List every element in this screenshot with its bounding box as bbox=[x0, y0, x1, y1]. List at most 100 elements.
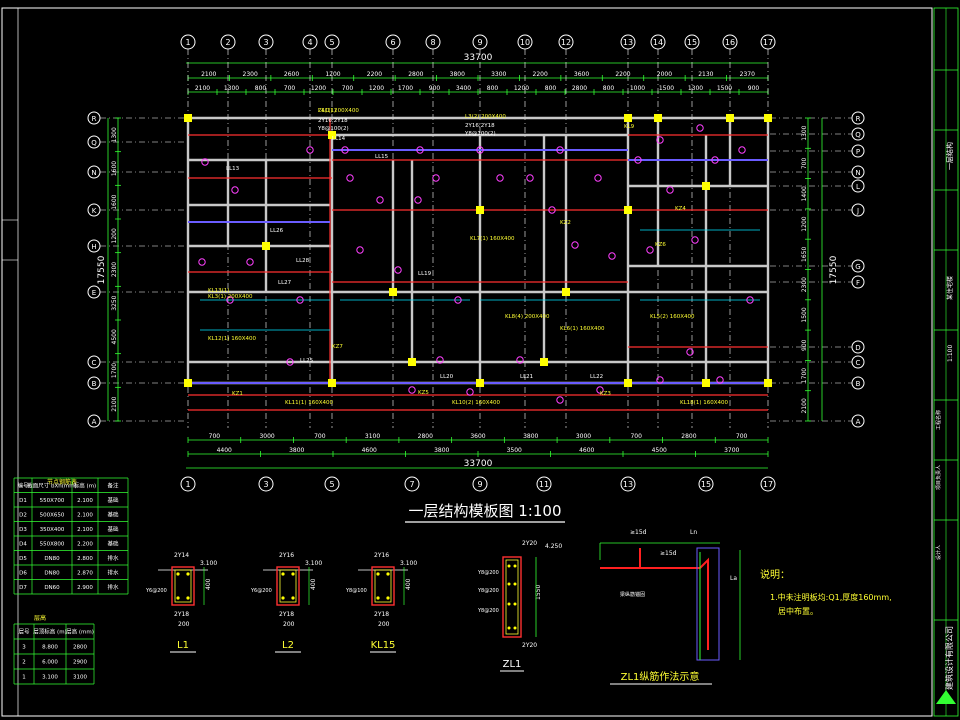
dimension-total-bottom: 33700 bbox=[186, 459, 768, 469]
dimension-value: 3800 bbox=[523, 433, 538, 440]
beam-label: KZ4 bbox=[675, 206, 686, 212]
beam-label: LL20 bbox=[440, 374, 454, 380]
callout-circle bbox=[608, 252, 616, 260]
callout-circle bbox=[696, 124, 704, 132]
schedule-cell: DN80 bbox=[44, 570, 60, 576]
schedule-cell: D3 bbox=[19, 527, 27, 533]
dimension-value: 700 bbox=[314, 433, 326, 440]
column bbox=[562, 288, 570, 296]
axis-label-right: C bbox=[856, 359, 861, 367]
dimension-value: 3000 bbox=[576, 433, 591, 440]
zl1-label: ZL1 bbox=[503, 659, 522, 670]
dimension-value: 700 bbox=[801, 158, 808, 170]
axis-label-top: 14 bbox=[653, 38, 663, 47]
dimension-value: 800 bbox=[603, 85, 615, 92]
dimension-value: 3400 bbox=[456, 85, 471, 92]
beam-label: Y8@100(2) bbox=[317, 126, 349, 132]
axis-label-right: L bbox=[856, 183, 860, 191]
dimension-value: 800 bbox=[487, 85, 499, 92]
column bbox=[328, 379, 336, 387]
callout-circle bbox=[716, 376, 724, 384]
callout-circle bbox=[246, 258, 254, 266]
column bbox=[654, 114, 662, 122]
floor-header: 层顶标高 (m) bbox=[33, 628, 66, 636]
dimension-value: 2100 bbox=[201, 71, 216, 78]
floor-cell: 1 bbox=[22, 675, 26, 681]
dimension-value: 3600 bbox=[470, 433, 485, 440]
dimension-value: 900 bbox=[429, 85, 441, 92]
axis-label-left: R bbox=[92, 115, 97, 123]
schedule-cell: 500X650 bbox=[40, 512, 65, 518]
floor-cell: 3 bbox=[22, 645, 26, 651]
schedule-header: 编号 bbox=[17, 481, 29, 489]
axis-bubble-bottom bbox=[180, 476, 196, 492]
callout-circle bbox=[201, 158, 209, 166]
dimension-value: 700 bbox=[736, 433, 748, 440]
dimension-value: 1500 bbox=[801, 307, 808, 322]
dimension-value: 3800 bbox=[289, 447, 304, 454]
dimension-value: 1700 bbox=[801, 368, 808, 383]
dimension-value: 1600 bbox=[111, 194, 118, 209]
callout-circle bbox=[226, 296, 234, 304]
section-elevation: 3.100 bbox=[400, 560, 417, 567]
axis-label-left: B bbox=[92, 380, 97, 388]
callout-circle bbox=[476, 146, 484, 154]
company-logo-icon bbox=[936, 690, 956, 704]
axis-bubble-bottom bbox=[324, 476, 340, 492]
dimension-value: 2800 bbox=[408, 71, 423, 78]
schedule-cell: D7 bbox=[19, 585, 27, 591]
section-bottom-bars: 2Y18 bbox=[174, 611, 189, 618]
axis-label-right: P bbox=[856, 148, 860, 156]
section-label: L2 bbox=[282, 640, 294, 651]
beam-label: KZ6 bbox=[655, 242, 666, 248]
section-stirrup: Y6@200 bbox=[250, 588, 272, 594]
callout-circle bbox=[414, 196, 422, 204]
dimension-value: 4600 bbox=[362, 447, 377, 454]
column bbox=[702, 182, 710, 190]
callout-circle bbox=[496, 174, 504, 182]
dimension-value: 3000 bbox=[259, 433, 274, 440]
axis-label-bottom: 17 bbox=[763, 480, 773, 489]
beam-label: KZ2 bbox=[560, 220, 571, 226]
beam-label: LL26 bbox=[270, 228, 284, 234]
callout-circle bbox=[634, 156, 642, 164]
dimension-value: 2370 bbox=[740, 71, 755, 78]
axis-label-top: 1 bbox=[185, 38, 190, 47]
dimension-value: 2200 bbox=[533, 71, 548, 78]
axis-label-top: 5 bbox=[329, 38, 334, 47]
floor-cell: 2800 bbox=[73, 645, 87, 651]
beam-label: L3(2) 200X400 bbox=[465, 114, 506, 120]
axis-bubble-bottom bbox=[536, 476, 552, 492]
dimension-value: 2100 bbox=[111, 396, 118, 411]
callout-circle bbox=[466, 388, 474, 396]
beam-label: KL12(1) 160X400 bbox=[208, 336, 256, 342]
dimension-value: 1000 bbox=[630, 85, 645, 92]
callout-circle bbox=[436, 356, 444, 364]
schedule-cell: 2.900 bbox=[77, 585, 93, 591]
tb-label-designer: 设计人 bbox=[935, 545, 942, 560]
dimension-value: 1200 bbox=[325, 71, 340, 78]
callout-circle bbox=[571, 241, 579, 249]
notes-heading: 说明： bbox=[760, 568, 790, 581]
schedule-cell: 550X800 bbox=[40, 541, 65, 547]
schedule-cell: 基础 bbox=[107, 525, 119, 533]
schedule-cell: 基础 bbox=[107, 496, 119, 504]
section-top-bars: 2Y14 bbox=[174, 552, 189, 559]
dimension-value: 2130 bbox=[698, 71, 713, 78]
notes-line2: 居中布置。 bbox=[778, 606, 818, 616]
column bbox=[540, 358, 548, 366]
dimension-value: 1650 bbox=[801, 247, 808, 262]
section-elevation: 3.100 bbox=[200, 560, 217, 567]
beam-label: KL11(1) 160X400 bbox=[285, 400, 333, 406]
beam-label: LL15 bbox=[375, 154, 389, 160]
zl1-detail-note: 梁纵筋锚固 bbox=[620, 591, 645, 598]
section-height: 400 bbox=[405, 578, 412, 590]
tb-scale: 1:100 bbox=[947, 345, 954, 362]
beam-label: ZL1(1) bbox=[318, 108, 336, 114]
axis-label-bottom: 3 bbox=[263, 480, 268, 489]
beam-label: LL25 bbox=[300, 358, 314, 364]
dimension-value: 1500 bbox=[717, 85, 732, 92]
dimension-value: 800 bbox=[545, 85, 557, 92]
